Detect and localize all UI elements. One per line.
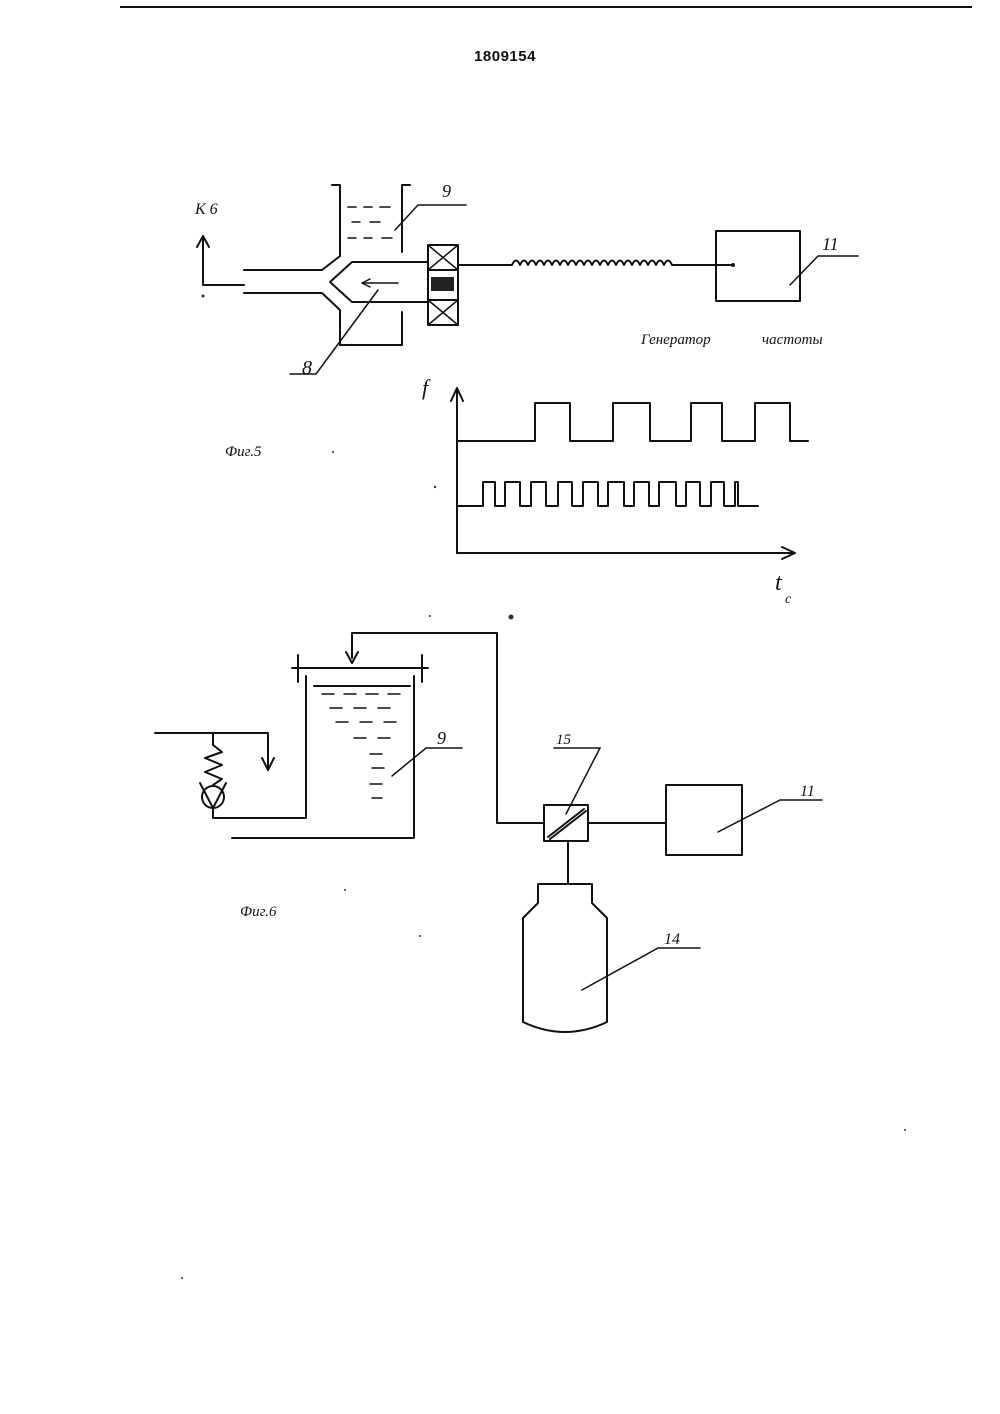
fig5-label-8: 8 — [302, 357, 312, 379]
fig6: 9 15 11 14 Фиг.6 — [155, 633, 822, 1032]
fig5-spring — [512, 261, 672, 266]
fig6-box-11 — [666, 785, 742, 855]
fig5-generator-caption-2: частоты — [762, 332, 823, 348]
fig6-liquid — [322, 694, 400, 798]
fig6-label-15: 15 — [556, 732, 572, 748]
fig6-label-9: 9 — [437, 728, 446, 748]
fig5-label-11: 11 — [822, 234, 839, 254]
fig6-leader-14 — [582, 948, 700, 990]
pulse-train-low-frequency — [457, 403, 808, 441]
fig5-label-to6: К 6 — [194, 201, 218, 218]
fig6-inlet-line — [155, 733, 274, 770]
fig5-label-9: 9 — [442, 181, 451, 201]
fig5-timing-chart: f t c — [422, 375, 808, 607]
fig6-label-14: 14 — [664, 931, 680, 948]
fig5-outlet-arrow — [197, 236, 244, 285]
fig6-cylinder-14 — [523, 884, 607, 1032]
chart-x-subscript: c — [785, 592, 792, 607]
fig5: К 6 9 8 11 Генератор частоты Фиг.5 — [194, 181, 858, 460]
fig6-leader-11 — [718, 800, 822, 832]
fig5-plunger — [330, 262, 428, 302]
fig6-leader-9 — [392, 748, 462, 776]
pulse-train-high-frequency — [457, 482, 758, 506]
chart-y-label: f — [422, 375, 431, 400]
fig5-inlet-pipe — [244, 256, 340, 310]
fig6-label-11: 11 — [800, 783, 815, 800]
fig5-caption: Фиг.5 — [225, 444, 262, 460]
scan-specks — [181, 295, 906, 1280]
fig5-leader-9 — [395, 205, 466, 230]
fig6-top-pipe — [352, 633, 544, 823]
fig5-tank-left-wall — [332, 185, 410, 345]
chart-x-label: t — [775, 570, 783, 596]
fig6-spring — [205, 733, 222, 785]
fig6-caption: Фиг.6 — [240, 904, 277, 920]
chart-y-axis — [451, 388, 463, 553]
chart-x-axis — [457, 547, 795, 559]
fig5-generator-caption-1: Генератор — [640, 332, 711, 348]
fig6-check-ball — [202, 786, 224, 808]
fig6-tank — [232, 676, 414, 838]
fig5-solenoid-core — [431, 277, 454, 291]
fig5-liquid — [348, 207, 392, 238]
